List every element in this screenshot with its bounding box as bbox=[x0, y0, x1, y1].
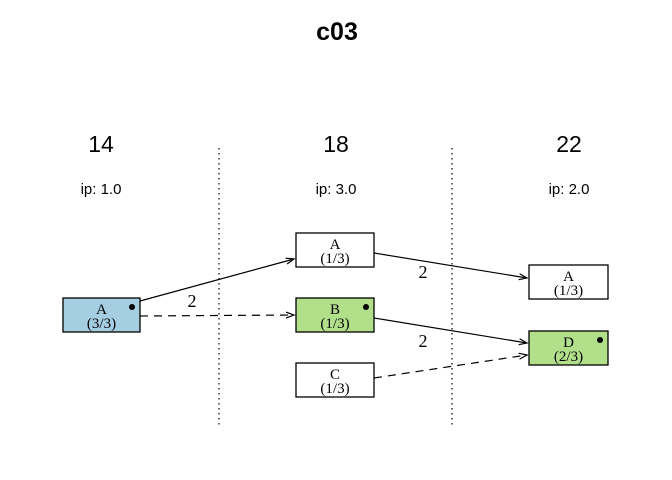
column-ip-label-14: ip: 1.0 bbox=[81, 181, 122, 198]
column-header-18: 18 bbox=[323, 131, 349, 157]
column-header-22: 22 bbox=[556, 131, 582, 157]
node-B-18-marker-dot-icon bbox=[363, 304, 369, 310]
node-B-18: B(1/3) bbox=[295, 297, 375, 333]
edge-B-18-to-D-22 bbox=[373, 317, 527, 343]
edge-A-14-to-A-18 bbox=[139, 259, 294, 302]
node-D-22-box bbox=[528, 330, 609, 366]
node-A-14-fraction: (3/3) bbox=[87, 316, 116, 332]
node-A-14-marker-dot-icon bbox=[129, 304, 135, 310]
node-D-22-fraction: (2/3) bbox=[554, 349, 583, 365]
node-B-18-label: B bbox=[330, 302, 340, 318]
edge-label-B-18-to-D-22: 2 bbox=[419, 331, 428, 351]
column-ip-label-22: ip: 2.0 bbox=[549, 181, 590, 198]
column-header-14: 14 bbox=[88, 131, 114, 157]
node-A-14: A(3/3) bbox=[62, 297, 141, 333]
node-C-18-fraction: (1/3) bbox=[320, 381, 349, 397]
node-B-18-box bbox=[295, 297, 375, 333]
node-A-22: A(1/3) bbox=[528, 264, 609, 300]
node-A-18-box bbox=[295, 232, 375, 268]
edge-label-A-18-to-A-22: 2 bbox=[419, 262, 428, 282]
node-A-14-box bbox=[62, 297, 141, 333]
edge-A-14-to-B-18 bbox=[139, 315, 294, 316]
node-A-14-label: A bbox=[96, 302, 107, 318]
node-A-18-fraction: (1/3) bbox=[320, 251, 349, 267]
node-D-22-marker-dot-icon bbox=[597, 337, 603, 343]
node-A-22-label: A bbox=[563, 269, 574, 285]
node-D-22-label: D bbox=[563, 335, 574, 351]
plot-title: c03 bbox=[316, 18, 358, 46]
node-A-22-fraction: (1/3) bbox=[554, 283, 583, 299]
node-C-18-label: C bbox=[330, 367, 340, 383]
edge-C-18-to-D-22 bbox=[373, 355, 527, 379]
node-A-18-label: A bbox=[330, 237, 341, 253]
node-D-22: D(2/3) bbox=[528, 330, 609, 366]
node-B-18-fraction: (1/3) bbox=[320, 316, 349, 332]
node-C-18: C(1/3) bbox=[295, 362, 375, 398]
node-A-18: A(1/3) bbox=[295, 232, 375, 268]
node-A-22-box bbox=[528, 264, 609, 300]
node-C-18-box bbox=[295, 362, 375, 398]
edge-A-18-to-A-22 bbox=[373, 252, 527, 278]
edge-label-A-14-to-A-18: 2 bbox=[188, 291, 197, 311]
column-ip-label-18: ip: 3.0 bbox=[316, 181, 357, 198]
